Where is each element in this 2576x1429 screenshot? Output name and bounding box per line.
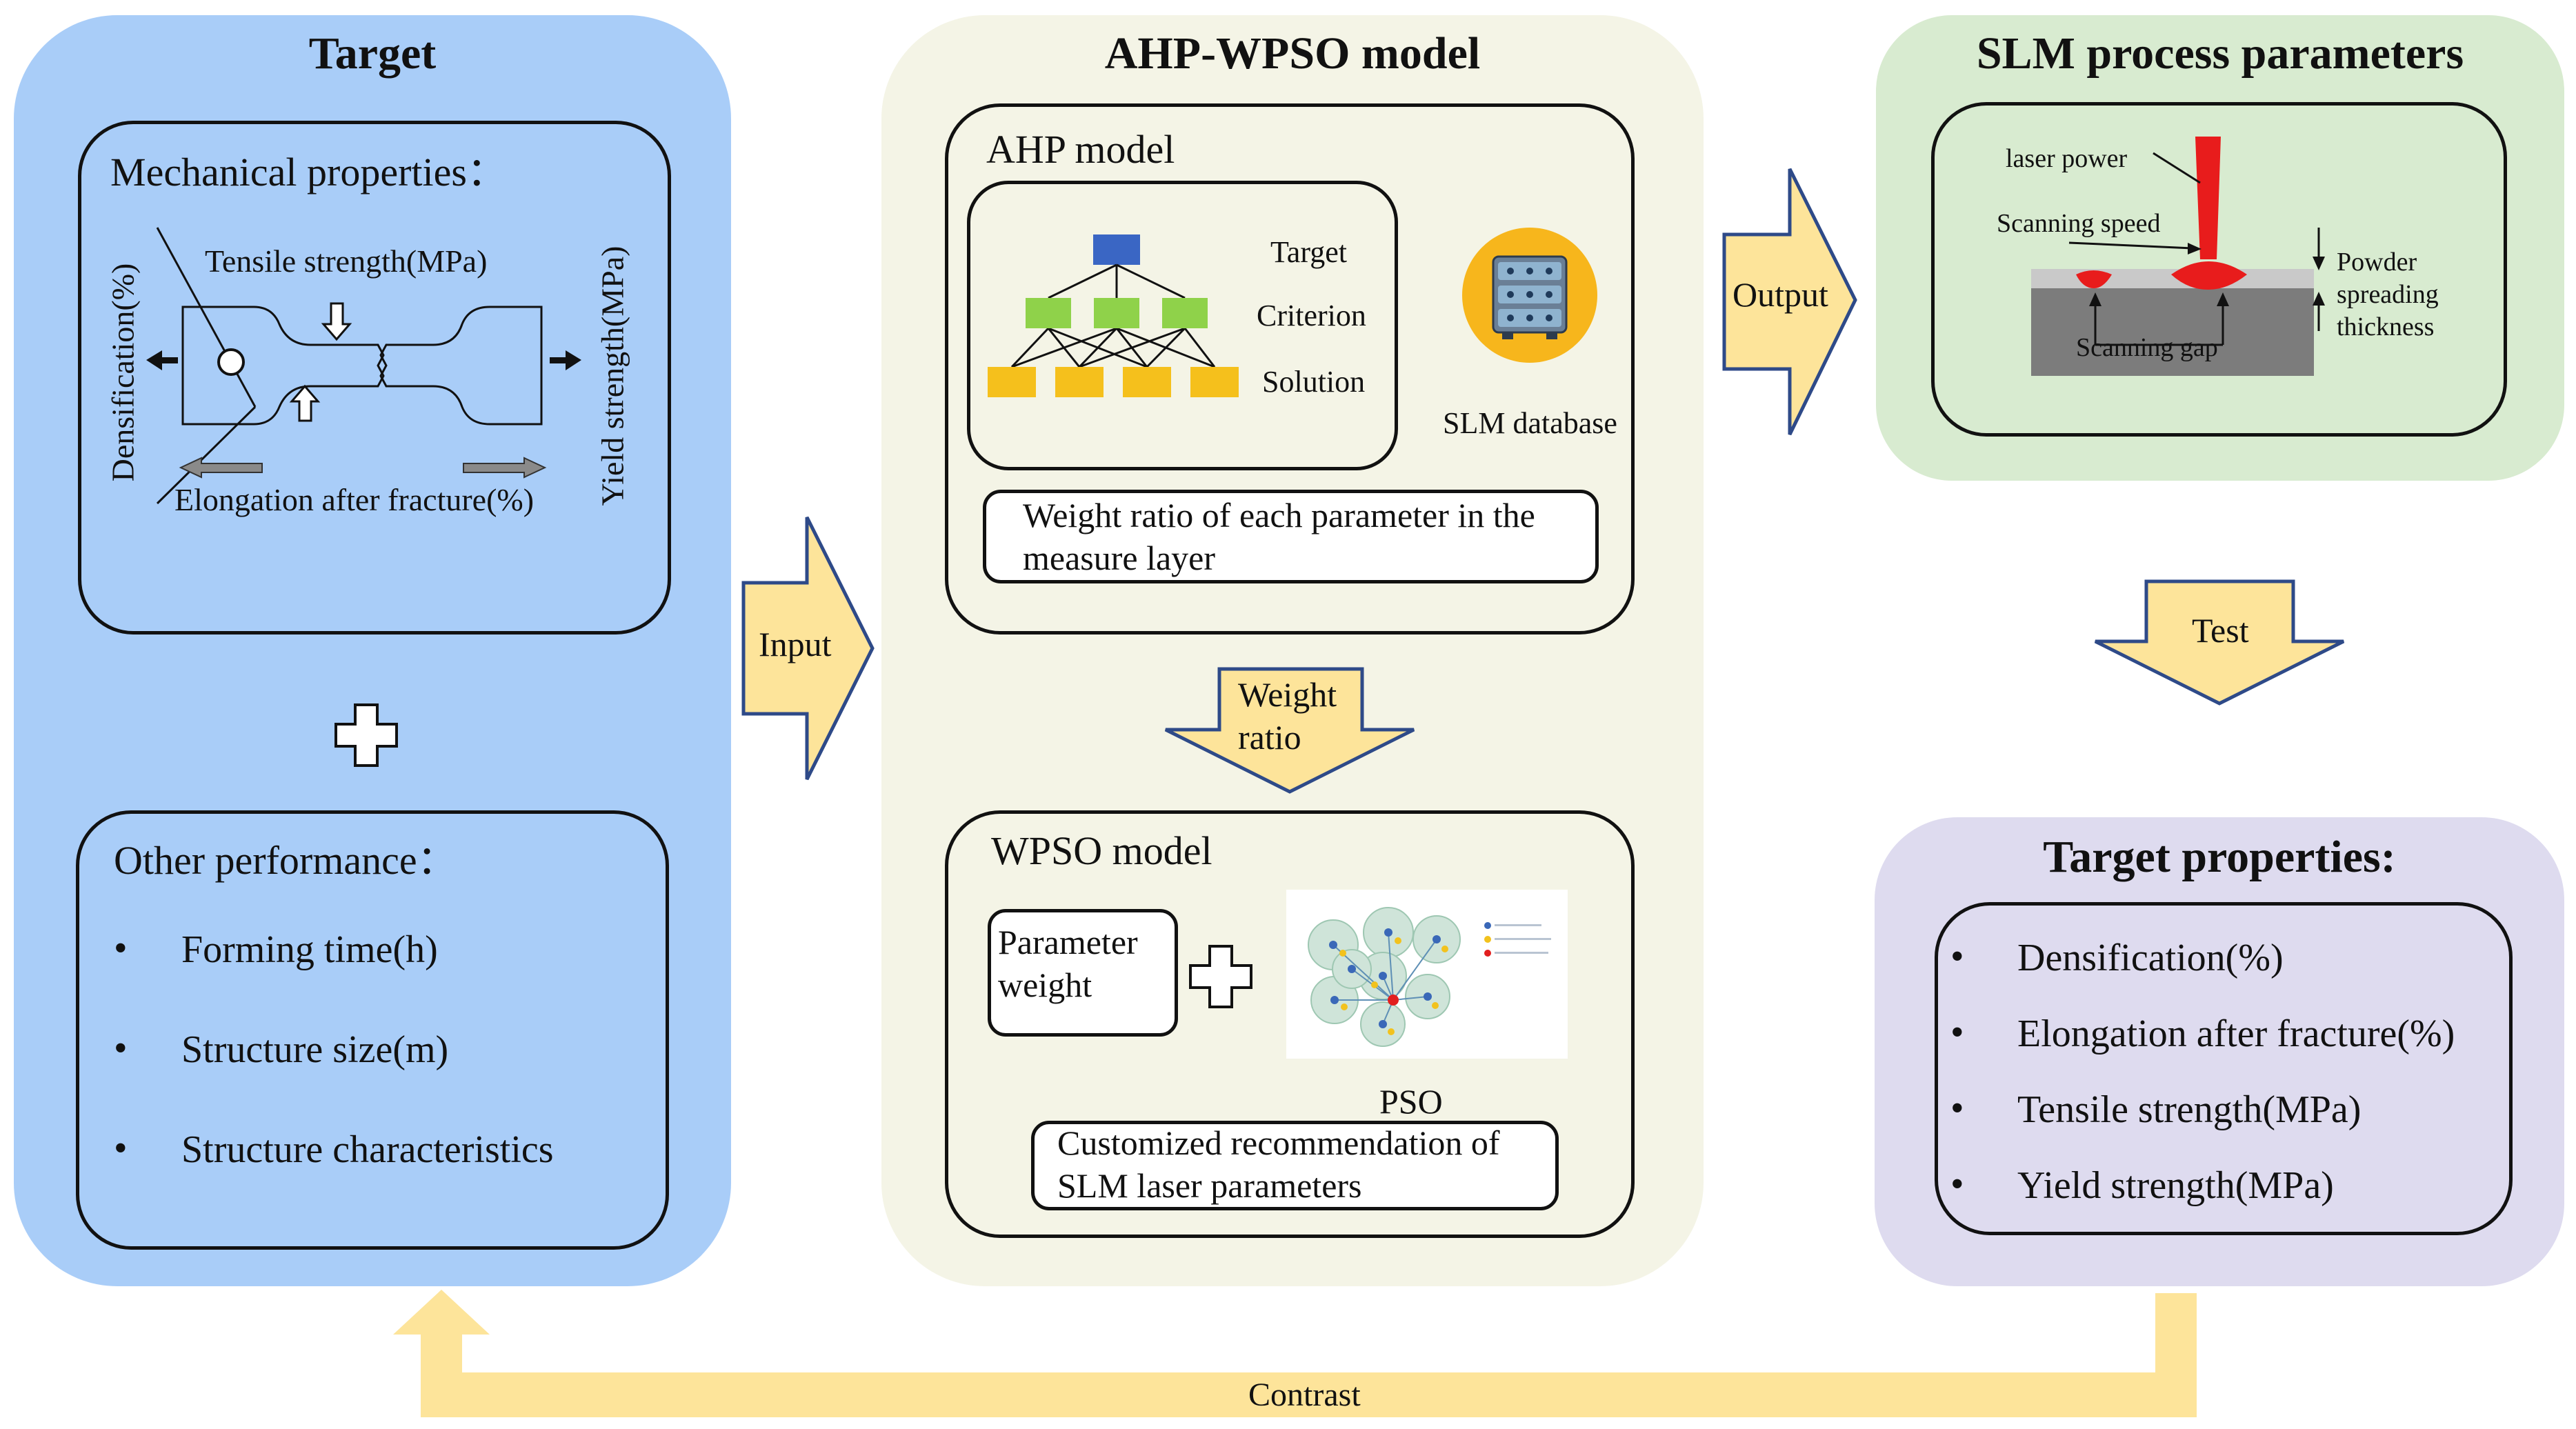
input-label: Input	[759, 625, 832, 663]
ahp-heading: AHP model	[986, 127, 1175, 172]
contrast-arrow-icon	[393, 1290, 2197, 1417]
weight-ratio-box: Weight ratio of each parameter in the me…	[983, 490, 1599, 583]
slm-process-box	[1931, 102, 2507, 437]
wpso-heading: WPSO model	[991, 828, 1212, 873]
weight-ratio-arrow-icon	[1164, 667, 1415, 794]
other-bullet-2: •	[114, 1027, 128, 1070]
output-arrow-icon	[1722, 168, 1857, 436]
level-solution-label: Solution	[1262, 365, 1366, 399]
output-label: Output	[1733, 275, 1828, 314]
powder-label-1: Powder	[2337, 248, 2417, 277]
level-target-label: Target	[1270, 235, 1347, 269]
test-arrow-icon	[2094, 579, 2345, 706]
laser-beam-icon	[2195, 137, 2221, 259]
left-grey-arrow-icon	[179, 457, 263, 479]
elongation-label: Elongation after fracture(%)	[174, 482, 535, 517]
right-grey-arrow-icon	[463, 457, 547, 479]
database-label: SLM database	[1443, 406, 1617, 440]
hierarchy-criterion-node	[1162, 298, 1208, 328]
hierarchy-solution-node	[1190, 367, 1239, 397]
tensile-strength-label: Tensile strength(MPa)	[205, 243, 488, 279]
hierarchy-solution-node	[1055, 367, 1104, 397]
model-title: AHP-WPSO model	[1104, 28, 1481, 79]
hierarchy-target-node	[1093, 234, 1140, 265]
parameter-weight-box: Parameter weight	[988, 909, 1178, 1037]
slm-title: SLM process parameters	[1976, 28, 2464, 79]
hierarchy-criterion-node	[1094, 298, 1139, 328]
props-bullet-3: •	[1950, 1087, 1964, 1130]
recommendation-line-2: SLM laser parameters	[1057, 1166, 1362, 1205]
props-bullet-4: •	[1950, 1163, 1964, 1206]
weight-ratio-label-2: ratio	[1238, 718, 1301, 757]
powder-label-2: spreading	[2337, 280, 2439, 309]
other-performance-box: Other performance： • Forming time(h) • S…	[76, 810, 669, 1250]
right-black-arrow-icon	[550, 350, 581, 370]
recommendation-line-1: Customized recommendation of	[1057, 1123, 1500, 1162]
hierarchy-solution-node	[1123, 367, 1171, 397]
other-bullet-3: •	[114, 1127, 128, 1170]
props-bullet-1: •	[1950, 935, 1964, 978]
level-criterion-label: Criterion	[1257, 299, 1366, 332]
hierarchy-criterion-node	[1026, 298, 1071, 328]
slm-panel	[1876, 15, 2564, 481]
scanning-speed-label: Scanning speed	[1997, 209, 2161, 238]
other-heading: Other performance：	[114, 838, 457, 883]
other-item-1: Forming time(h)	[181, 928, 438, 971]
ahp-model-box: AHP model	[945, 103, 1635, 634]
pso-label: PSO	[1379, 1082, 1443, 1121]
weight-ratio-line-2: measure layer	[1023, 539, 1216, 577]
parameter-weight-line-2: weight	[998, 966, 1092, 1004]
target-properties-box: • Densification(%) • Elongation after fr…	[1935, 902, 2513, 1235]
mechanical-heading: Mechanical properties：	[110, 150, 507, 194]
powder-label-3: thickness	[2337, 312, 2435, 341]
left-black-arrow-icon	[146, 350, 178, 370]
props-item-2: Elongation after fracture(%)	[2017, 1012, 2455, 1055]
target-title: Target	[308, 28, 437, 79]
pso-swarm-image	[1286, 890, 1568, 1059]
props-item-4: Yield strength(MPa)	[2017, 1164, 2334, 1207]
test-label: Test	[2192, 611, 2249, 650]
other-item-3: Structure characteristics	[181, 1128, 554, 1171]
database-server-icon	[1492, 255, 1568, 339]
target-properties-title: Target properties:	[2043, 832, 2396, 882]
hierarchy-box	[967, 181, 1398, 470]
props-bullet-2: •	[1950, 1011, 1964, 1054]
props-item-1: Densification(%)	[2017, 937, 2284, 979]
hierarchy-solution-node	[988, 367, 1036, 397]
weight-ratio-line-1: Weight ratio of each parameter in the	[1023, 496, 1535, 534]
plus-icon	[335, 703, 398, 767]
other-item-2: Structure size(m)	[181, 1028, 449, 1071]
contrast-label: Contrast	[1248, 1377, 1361, 1413]
down-hollow-arrow-icon	[321, 302, 352, 341]
pso-legend	[1484, 922, 1551, 957]
wpso-plus-icon	[1189, 945, 1252, 1008]
scanning-gap-label: Scanning gap	[2076, 333, 2218, 362]
weight-ratio-label-1: Weight	[1238, 675, 1337, 714]
up-hollow-arrow-icon	[289, 384, 321, 422]
wpso-model-box: WPSO model	[945, 810, 1635, 1238]
recommendation-box: Customized recommendation of SLM laser p…	[1031, 1121, 1559, 1210]
other-bullet-1: •	[114, 927, 128, 970]
target-panel	[14, 15, 731, 1286]
parameter-weight-line-1: Parameter	[998, 923, 1138, 961]
mechanical-properties-box: Mechanical properties：	[78, 121, 671, 634]
input-arrow-icon	[741, 516, 875, 781]
specimen-hole-icon	[217, 348, 245, 376]
props-item-3: Tensile strength(MPa)	[2017, 1088, 2362, 1131]
model-panel	[881, 15, 1704, 1286]
laser-power-label: laser power	[2006, 144, 2128, 173]
